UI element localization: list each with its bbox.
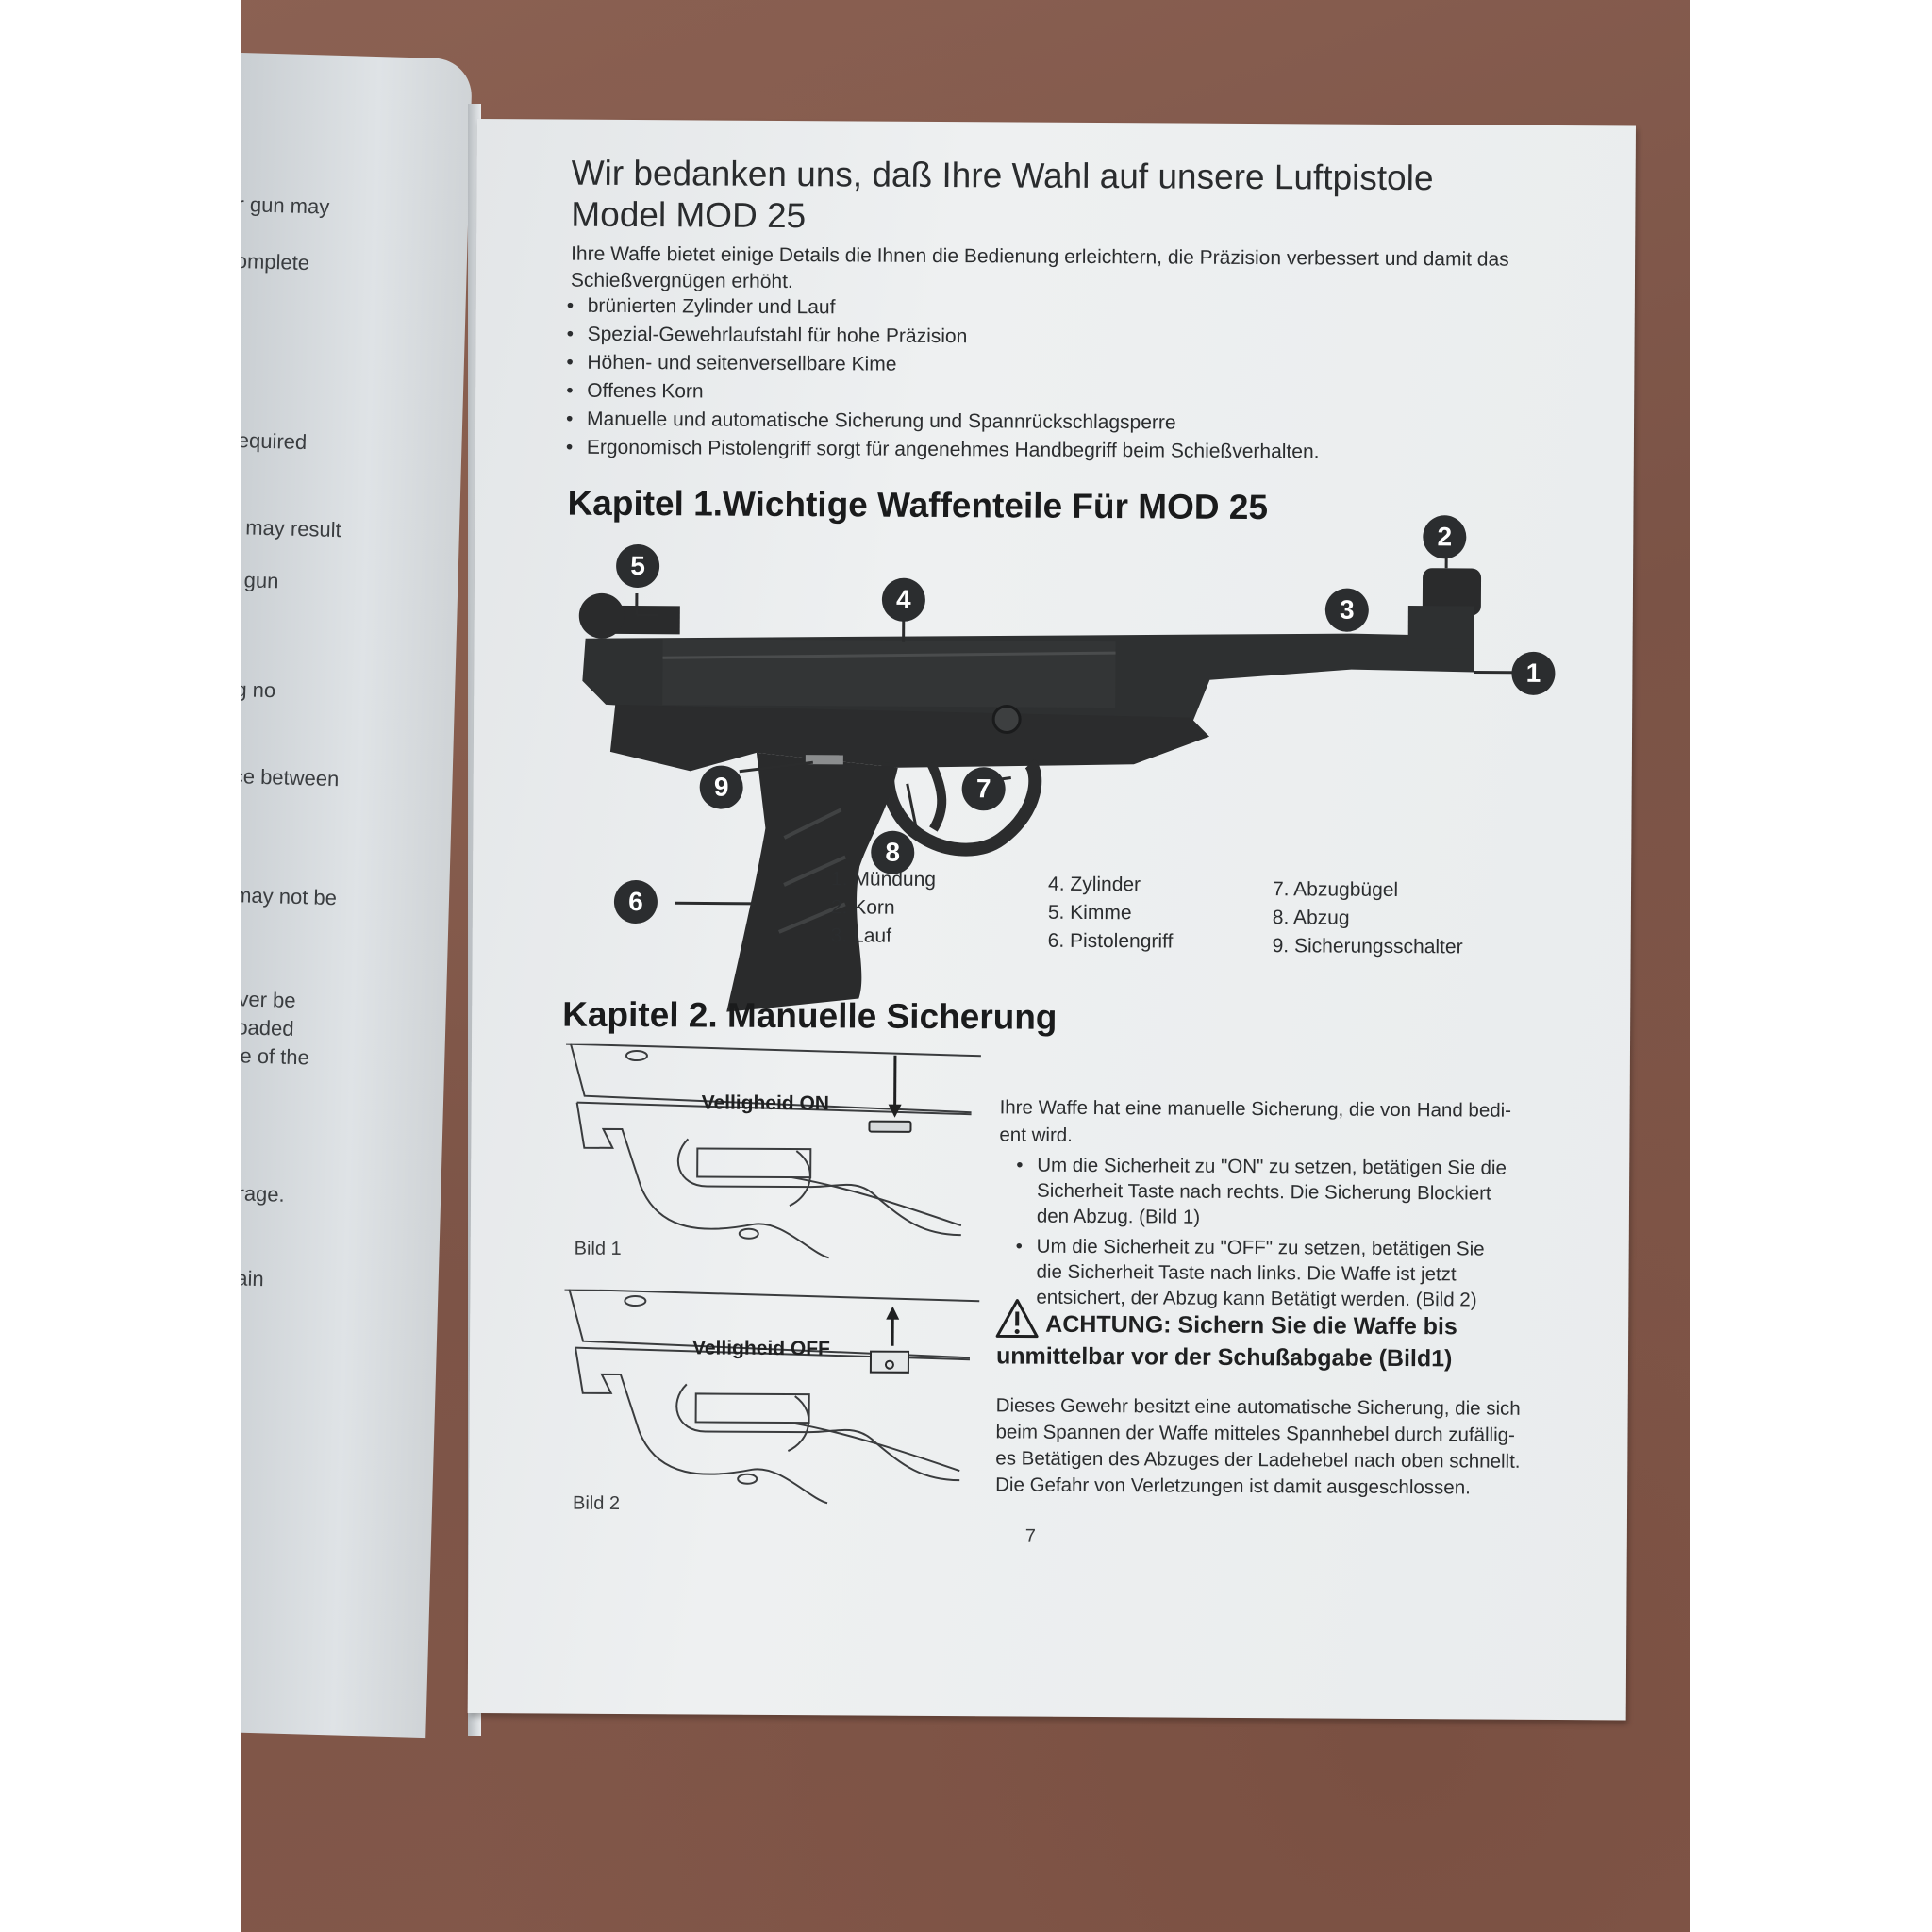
part-item: 7. Abzugbügel: [1272, 878, 1399, 901]
warning-icon: [995, 1299, 1039, 1339]
photo-background: r gun may omplete required o may result …: [242, 0, 1690, 1932]
left-page-line: required: [242, 427, 308, 455]
part-item: 4. Zylinder: [1047, 873, 1141, 896]
callout-1: 1: [1511, 651, 1556, 695]
left-page-line: side of the: [242, 1042, 310, 1070]
intro-text-line-2: Schießvergnügen erhöht.: [570, 269, 793, 293]
safety-off-figure: [564, 1289, 980, 1505]
callout-9: 9: [699, 765, 743, 809]
callout-3: 3: [1324, 588, 1369, 632]
part-item: 8. Abzug: [1272, 907, 1350, 929]
intro-bullet: Höhen- und seitenversellbare Kime: [587, 352, 896, 376]
part-item: 9. Sicherungsschalter: [1272, 935, 1463, 958]
left-page-line: ng no: [242, 676, 276, 703]
intro-bullet: Offenes Korn: [587, 380, 703, 404]
safety-on-label: Velligheid ON: [701, 1091, 830, 1115]
left-page-line: s may not be: [242, 883, 338, 910]
left-page-line: r gun may: [242, 192, 330, 219]
warning-line-2: unmittelbar vor der Schußabgabe (Bild1): [995, 1342, 1453, 1373]
safety-off-label: Velligheid OFF: [691, 1337, 830, 1360]
callout-2: 2: [1423, 515, 1467, 559]
intro-title-line-2: Model MOD 25: [571, 194, 807, 236]
chapter2-bullet: Um die Sicherheit zu "OFF" zu setzen, be…: [1036, 1234, 1507, 1313]
part-item: 6. Pistolengriff: [1047, 929, 1174, 953]
auto-safety-line: beim Spannen der Waffe mitteles Spannheb…: [995, 1421, 1515, 1446]
right-page: Wir bedanken uns, daß Ihre Wahl auf unse…: [467, 119, 1636, 1721]
left-page-line: e gun: [242, 568, 279, 593]
callout-4: 4: [881, 577, 926, 622]
left-page-line: o may result: [242, 515, 342, 542]
callout-5: 5: [615, 543, 660, 589]
left-page-line: storage.: [242, 1180, 286, 1207]
left-page: r gun may omplete required o may result …: [242, 53, 473, 1739]
part-item: 2. Korn: [830, 896, 895, 919]
figure-caption: Bild 1: [574, 1238, 622, 1259]
left-page-line: nce between: [242, 763, 340, 791]
chapter2-bullet: Um die Sicherheit zu "ON" zu setzen, bet…: [1037, 1153, 1508, 1232]
left-page-line: ontain: [242, 1265, 265, 1291]
intro-title-line-1: Wir bedanken uns, daß Ihre Wahl auf unse…: [571, 153, 1434, 198]
chapter2-intro-line: ent wird.: [999, 1124, 1073, 1146]
intro-bullet: Ergonomisch Pistolengriff sorgt für ange…: [587, 437, 1320, 464]
chapter1-heading: Kapitel 1.Wichtige Waffenteile Für MOD 2…: [567, 483, 1269, 527]
part-item: 1. Mündung: [831, 868, 937, 891]
intro-bullet: Manuelle und automatische Sicherung und …: [587, 408, 1176, 435]
auto-safety-line: Die Gefahr von Verletzungen ist damit au…: [995, 1474, 1471, 1499]
intro-bullet: brünierten Zylinder und Lauf: [588, 295, 836, 320]
warning-line-1: ACHTUNG: Sichern Sie die Waffe bis: [1045, 1310, 1457, 1341]
left-page-line: never be: [242, 986, 296, 1012]
part-item: 3. Lauf: [830, 924, 892, 947]
chapter2-intro-line: Ihre Waffe hat eine manuelle Sicherung, …: [999, 1096, 1512, 1122]
pistol-illustration: [578, 549, 1529, 1012]
page-number: 7: [1024, 1525, 1037, 1547]
callout-6: 6: [613, 879, 658, 924]
part-item: 5. Kimme: [1047, 901, 1132, 924]
left-page-line: omplete: [242, 248, 310, 275]
figure-caption: Bild 2: [572, 1492, 621, 1514]
left-page-line: a loaded: [242, 1015, 294, 1041]
intro-bullet: Spezial-Gewehrlaufstahl für hohe Präzisi…: [588, 324, 968, 348]
chapter2-text: Ihre Waffe hat eine manuelle Sicherung, …: [999, 1093, 1527, 1310]
chapter2-heading: Kapitel 2. Manuelle Sicherung: [562, 994, 1058, 1037]
safety-on-figure: [565, 1043, 981, 1259]
callout-7: 7: [961, 767, 1006, 811]
